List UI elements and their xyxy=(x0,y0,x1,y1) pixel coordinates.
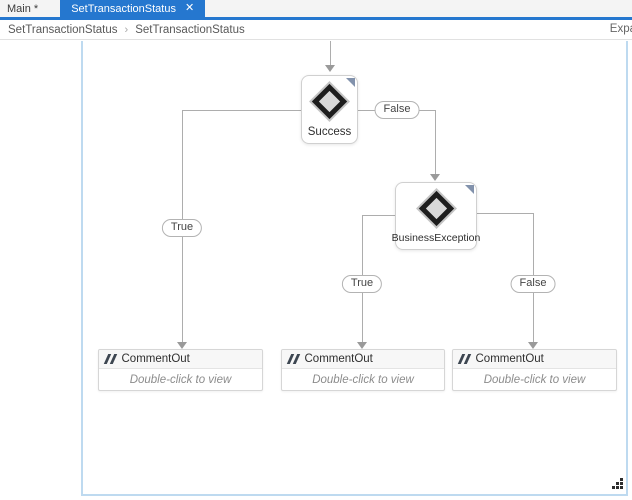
tab-label: SetTransactionStatus xyxy=(71,2,176,15)
collapse-corner-icon xyxy=(346,78,355,87)
connector-line xyxy=(362,215,395,216)
activity-commentout-2[interactable]: CommentOut Double-click to view xyxy=(281,349,445,391)
decision-node-success[interactable]: Success xyxy=(301,75,358,144)
activity-header: CommentOut xyxy=(99,350,262,369)
expand-all-link[interactable]: Expa xyxy=(609,23,632,35)
activity-hint[interactable]: Double-click to view xyxy=(312,373,414,386)
branch-label-true[interactable]: True xyxy=(341,275,383,293)
activity-header: CommentOut xyxy=(282,350,444,369)
arrow-head-icon xyxy=(528,342,538,349)
activity-commentout-1[interactable]: CommentOut Double-click to view xyxy=(98,349,263,391)
branch-label-false[interactable]: False xyxy=(374,101,420,119)
breadcrumb: SetTransactionStatus › SetTransactionSta… xyxy=(0,20,632,40)
branch-label-true[interactable]: True xyxy=(161,219,203,237)
collapse-corner-icon xyxy=(465,185,474,194)
activity-hint[interactable]: Double-click to view xyxy=(129,373,232,386)
activity-header: CommentOut xyxy=(453,350,616,369)
activity-title: CommentOut xyxy=(304,353,373,365)
active-tab-underline xyxy=(0,17,632,20)
comment-slashes-icon xyxy=(286,354,300,364)
arrow-head-icon xyxy=(357,342,367,349)
connector-line xyxy=(477,213,533,214)
document-tab-bar: Main * SetTransactionStatus ✕ xyxy=(0,0,632,17)
arrow-head-icon xyxy=(325,65,335,72)
tab-settransactionstatus[interactable]: SetTransactionStatus ✕ xyxy=(60,0,206,17)
decision-diamond-icon xyxy=(311,83,348,120)
tab-main[interactable]: Main * xyxy=(7,0,50,17)
resize-grip[interactable] xyxy=(612,478,624,490)
breadcrumb-item-root[interactable]: SetTransactionStatus xyxy=(8,23,118,36)
node-label: Success xyxy=(307,126,352,138)
comment-slashes-icon xyxy=(457,354,471,364)
chevron-right-icon: › xyxy=(124,23,129,36)
node-label: BusinessException xyxy=(391,232,481,244)
decision-node-businessexception[interactable]: BusinessException xyxy=(392,182,480,250)
branch-label-false[interactable]: False xyxy=(510,275,556,293)
decision-diamond-icon xyxy=(418,190,454,227)
arrow-head-icon xyxy=(177,342,187,349)
arrow-head-icon xyxy=(430,174,440,181)
activity-title: CommentOut xyxy=(121,353,190,365)
comment-slashes-icon xyxy=(103,354,117,364)
connector-line xyxy=(182,110,301,111)
activity-commentout-3[interactable]: CommentOut Double-click to view xyxy=(452,349,617,391)
activity-title: CommentOut xyxy=(475,353,544,365)
tab-label: Main * xyxy=(7,2,39,15)
activity-hint[interactable]: Double-click to view xyxy=(483,373,586,386)
close-tab-icon[interactable]: ✕ xyxy=(184,2,195,14)
flowchart-canvas[interactable]: True False True False Success BusinessEx… xyxy=(0,41,632,500)
connector-line xyxy=(330,41,331,66)
breadcrumb-item-current[interactable]: SetTransactionStatus xyxy=(135,23,245,36)
connector-line xyxy=(435,110,436,174)
